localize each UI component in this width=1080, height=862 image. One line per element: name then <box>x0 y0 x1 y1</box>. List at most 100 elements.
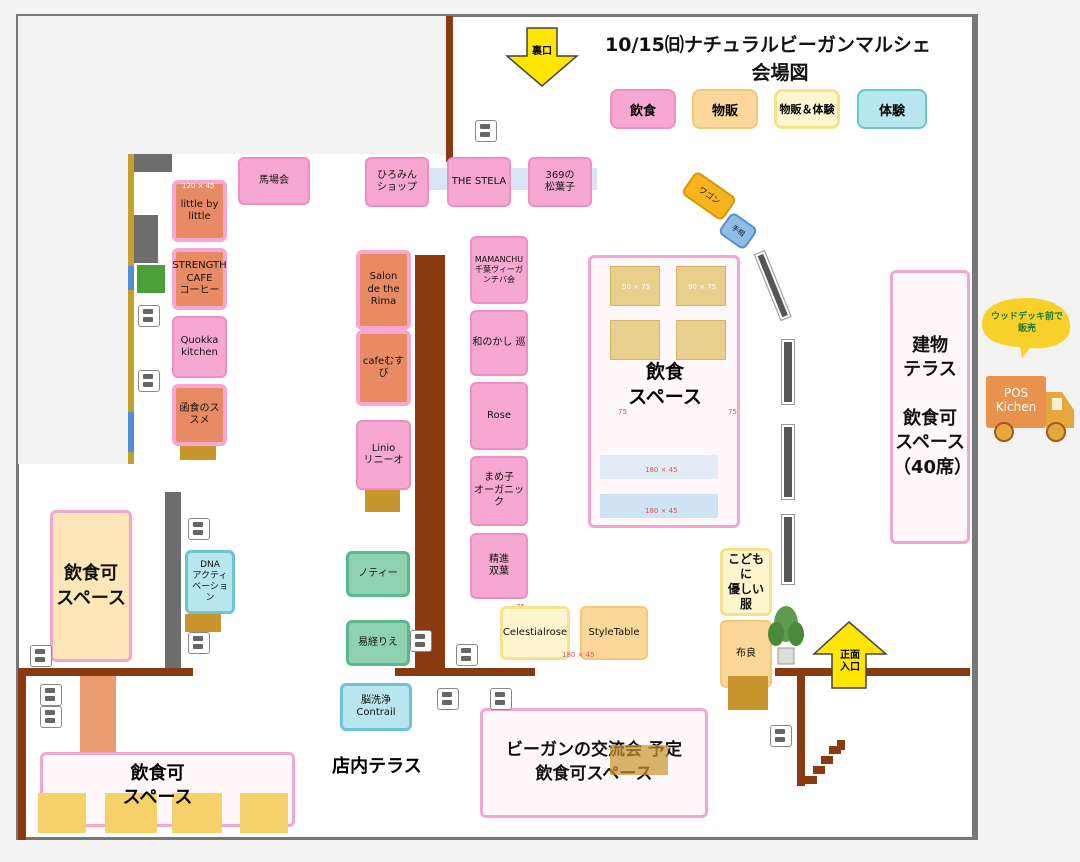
wall <box>18 668 193 676</box>
front-entrance-label: 正面 入口 <box>840 650 860 673</box>
power-outlet-icon <box>437 688 459 710</box>
booth-369-matsubako[interactable]: 369の 松葉子 <box>528 157 592 207</box>
power-outlet-icon <box>456 644 478 666</box>
booth-celestialrose[interactable]: Celestialrose <box>500 606 570 660</box>
center-dining-label: 飲食 スペース <box>628 361 702 408</box>
vegan-meetup-zone: ビーガンの交流会 予定 飲食可スペース <box>480 708 708 818</box>
booth-cafe-musubi[interactable]: cafeむすび <box>356 330 411 406</box>
bottom-dining-label: 飲食可 スペース <box>122 763 193 809</box>
table <box>365 490 400 512</box>
table-size-label: 75 <box>728 408 737 416</box>
booth-notee[interactable]: ノティー <box>346 551 410 597</box>
table <box>80 676 116 752</box>
table <box>610 266 660 306</box>
table-size-label: 75 <box>618 408 627 416</box>
wall <box>446 16 453 162</box>
legend-food: 飲食 <box>610 89 676 129</box>
table <box>676 320 726 360</box>
table <box>728 676 768 710</box>
stairs <box>829 746 841 754</box>
wall <box>18 668 26 840</box>
front-entrance-arrow-icon <box>812 620 888 689</box>
booth-mamanchu[interactable]: MAMANCHU 千葉ヴィーガンチバ会 <box>470 236 528 304</box>
stairs <box>821 756 833 764</box>
power-outlet-icon <box>188 632 210 654</box>
table <box>105 793 157 833</box>
map-title: 10/15㈰ナチュラルビーガンマルシェ <box>605 34 931 56</box>
table <box>185 614 221 632</box>
table <box>172 793 222 833</box>
deck-stripe <box>782 340 794 404</box>
food-truck-icon <box>986 376 1074 442</box>
legend-goods-experience: 物販＆体験 <box>774 89 840 129</box>
table-size-label: 180 × 45 <box>645 466 678 474</box>
truck-bubble-text: ウッドデッキ前で 販売 <box>990 312 1063 334</box>
table-size-label: 120 × 45 <box>182 182 215 190</box>
booth-ekikyo-rie[interactable]: 易経りえ <box>346 620 410 666</box>
kitchen-area-lower <box>18 154 130 464</box>
table <box>610 320 660 360</box>
table <box>38 793 86 833</box>
booth-shojin-futaba[interactable]: 精進 双葉 <box>470 533 528 599</box>
booth-strength-cafe[interactable]: STRENGTH CAFE コーヒー <box>172 248 227 310</box>
table <box>600 494 718 518</box>
legend-experience: 体験 <box>857 89 927 129</box>
kitchen-area <box>18 16 446 156</box>
booth-rose[interactable]: Rose <box>470 382 528 450</box>
power-outlet-icon <box>138 370 160 392</box>
booth-linio[interactable]: Linio リニーオ <box>356 420 411 490</box>
green-block <box>137 265 165 293</box>
power-outlet-icon <box>138 305 160 327</box>
power-outlet-icon <box>475 120 497 142</box>
blue-shelf <box>128 266 134 290</box>
booth-salon-de-the-rima[interactable]: Salon de the Rima <box>356 250 411 330</box>
back-entrance-label: 裏口 <box>532 46 552 57</box>
booth-mameko-organic[interactable]: まめ子 オーガニック <box>470 456 528 526</box>
deck-stripe <box>782 425 794 499</box>
booth-hakodate[interactable]: 函食のススメ <box>172 384 227 446</box>
table <box>676 266 726 306</box>
table <box>610 745 668 775</box>
plant-icon <box>768 606 804 665</box>
counter <box>130 154 172 172</box>
booth-noosen-contrail[interactable]: 脳洗浄 Contrail <box>340 683 412 731</box>
table <box>180 446 216 460</box>
power-outlet-icon <box>770 725 792 747</box>
map-subtitle: 会場図 <box>751 62 809 84</box>
stairs <box>805 776 817 784</box>
left-dining-zone: 飲食可 スペース <box>50 510 132 662</box>
booth-styletable[interactable]: StyleTable <box>580 606 648 660</box>
wall <box>395 668 535 676</box>
booth-the-stela[interactable]: THE STELA <box>447 157 511 207</box>
table-size-label: 180 × 45 <box>645 507 678 515</box>
booth-little-by-little[interactable]: little by little <box>172 180 227 242</box>
booth-baba[interactable]: 馬場会 <box>238 157 310 205</box>
power-outlet-icon <box>40 706 62 728</box>
booth-kodomo-clothes[interactable]: こどもに 優しい服 <box>720 548 772 616</box>
counter <box>165 492 181 668</box>
booth-dna-activation[interactable]: DNA アクティ ベーション <box>185 550 235 614</box>
back-entrance-arrow-icon <box>505 27 579 87</box>
table <box>240 793 288 833</box>
stairs <box>837 740 845 750</box>
booth-wanokashi-meguri[interactable]: 和のかし 巡 <box>470 310 528 376</box>
building-terrace-zone: 建物 テラス 飲食可 スペース （40席） <box>890 270 972 544</box>
booth-hiromin-shop[interactable]: ひろみん ショップ <box>365 157 429 207</box>
table-size-label: 90 × 75 <box>622 283 651 291</box>
power-outlet-icon <box>490 688 512 710</box>
deck-stripe <box>782 515 794 584</box>
wall <box>775 668 970 676</box>
wall <box>415 255 443 283</box>
power-outlet-icon <box>410 630 432 652</box>
table-size-label: 180 × 45 <box>562 651 595 659</box>
wall <box>415 255 445 675</box>
counter <box>130 215 158 263</box>
booth-quokka-kitchen[interactable]: Quokka kitchen <box>172 316 227 378</box>
table <box>600 455 718 479</box>
power-outlet-icon <box>188 518 210 540</box>
power-outlet-icon <box>40 684 62 706</box>
blue-shelf <box>128 412 134 452</box>
power-outlet-icon <box>30 645 52 667</box>
wall <box>797 676 805 786</box>
